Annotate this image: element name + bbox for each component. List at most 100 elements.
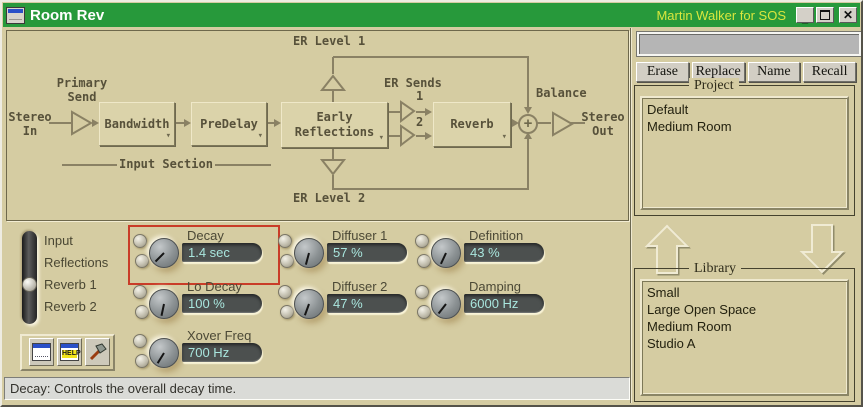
diffuser1-down-button[interactable]: [280, 254, 294, 268]
er2-wire: [332, 146, 334, 159]
diffuser-2-knob[interactable]: [294, 289, 324, 319]
decay-knob[interactable]: [149, 238, 179, 268]
arrowhead: [184, 119, 191, 127]
slider-option-input[interactable]: Input: [44, 233, 73, 248]
close-button[interactable]: ✕: [839, 7, 857, 23]
preset-name-input[interactable]: [637, 32, 861, 56]
arrow-up-icon[interactable]: [643, 222, 691, 276]
damping-up-button[interactable]: [415, 285, 429, 299]
er1-wire: [332, 57, 334, 74]
definition-control: Definition 43 %: [414, 228, 554, 280]
input-amp-icon: [71, 110, 93, 136]
window-title: Room Rev: [30, 6, 105, 24]
erase-button[interactable]: Erase: [636, 62, 689, 82]
xover-freq-knob[interactable]: [149, 338, 179, 368]
diffuser1-up-button[interactable]: [278, 234, 292, 248]
title-bar[interactable]: Room Rev Martin Walker for SOS _ ✕: [3, 3, 860, 27]
xover-up-button[interactable]: [133, 334, 147, 348]
lo-decay-label: Lo Decay: [187, 279, 242, 294]
arrowhead: [512, 119, 519, 127]
recall-button[interactable]: Recall: [803, 62, 856, 82]
arrow-down-icon[interactable]: [798, 222, 846, 276]
lo-decay-control: Lo Decay 100 %: [132, 279, 272, 331]
wire: [416, 111, 426, 113]
lo-decay-down-button[interactable]: [135, 305, 149, 319]
er-send-2-amp-icon: [400, 124, 416, 148]
selected-control-highlight: [128, 225, 280, 285]
damping-display[interactable]: 6000 Hz: [464, 294, 544, 313]
er1-wire: [332, 91, 334, 103]
slider-option-reverb2[interactable]: Reverb 2: [44, 299, 97, 314]
decay-control: Decay 1.4 sec: [132, 228, 272, 280]
status-bar: Decay: Controls the overall decay time.: [4, 377, 630, 400]
xover-down-button[interactable]: [135, 354, 149, 368]
definition-down-button[interactable]: [417, 254, 431, 268]
project-group-label: Project: [689, 78, 739, 94]
arrowhead: [92, 119, 99, 127]
library-list-item[interactable]: Medium Room: [647, 319, 732, 334]
tools-button[interactable]: [85, 338, 110, 366]
lo-decay-knob[interactable]: [149, 289, 179, 319]
library-list[interactable]: Small Large Open Space Medium Room Studi…: [640, 279, 849, 396]
name-button[interactable]: Name: [747, 62, 801, 82]
close-icon: ✕: [842, 8, 854, 22]
wire: [173, 122, 184, 124]
status-text: Decay: Controls the overall decay time.: [10, 381, 237, 396]
arrowhead: [524, 132, 532, 139]
xover-freq-display[interactable]: 700 Hz: [182, 343, 262, 362]
er-level-1-label: ER Level 1: [293, 34, 366, 48]
help-icon: HELP: [60, 343, 81, 361]
maximize-button[interactable]: [816, 7, 834, 23]
project-list[interactable]: Default Medium Room: [640, 96, 849, 210]
wire: [49, 122, 71, 124]
reverb-box[interactable]: Reverb: [433, 102, 511, 147]
definition-knob[interactable]: [431, 238, 461, 268]
library-list-item[interactable]: Large Open Space: [647, 302, 757, 317]
library-list-item[interactable]: Small: [647, 285, 680, 300]
arrowhead: [425, 108, 432, 116]
wire: [386, 111, 401, 113]
er1-wire: [333, 56, 529, 58]
decorative-line: [62, 164, 117, 166]
er-level-2-label: ER Level 2: [293, 191, 366, 205]
diffuser2-down-button[interactable]: [280, 305, 294, 319]
window-view-button[interactable]: [29, 338, 54, 366]
lo-decay-display[interactable]: 100 %: [182, 294, 262, 313]
decay-display[interactable]: 1.4 sec: [182, 243, 262, 262]
wire: [416, 135, 426, 137]
level-select-slider[interactable]: [22, 231, 37, 324]
diffuser-1-knob[interactable]: [294, 238, 324, 268]
decay-up-button[interactable]: [133, 234, 147, 248]
hammer-icon: [89, 342, 107, 360]
er-sends-label: ER Sends: [384, 76, 442, 90]
minimize-button[interactable]: _: [796, 7, 814, 24]
damping-down-button[interactable]: [417, 305, 431, 319]
help-button[interactable]: HELP: [57, 338, 82, 366]
diffuser-1-display[interactable]: 57 %: [327, 243, 407, 262]
replace-button[interactable]: Replace: [691, 62, 745, 82]
library-list-item[interactable]: Studio A: [647, 336, 696, 351]
damping-knob[interactable]: [431, 289, 461, 319]
slider-thumb[interactable]: [22, 277, 37, 292]
lo-decay-up-button[interactable]: [133, 285, 147, 299]
decay-down-button[interactable]: [135, 254, 149, 268]
definition-up-button[interactable]: [415, 234, 429, 248]
definition-display[interactable]: 43 %: [464, 243, 544, 262]
project-list-item[interactable]: Default: [647, 102, 689, 117]
app-window-icon[interactable]: [6, 6, 25, 24]
diffuser-2-display[interactable]: 47 %: [327, 294, 407, 313]
bandwidth-box[interactable]: Bandwidth: [99, 102, 175, 146]
panel-divider: [630, 28, 631, 403]
maximize-icon: [820, 10, 830, 20]
preset-panel: Erase Replace Name Recall Project Defaul…: [633, 28, 861, 403]
slider-option-reflections[interactable]: Reflections: [44, 255, 109, 270]
predelay-box[interactable]: PreDelay: [191, 102, 267, 146]
diffuser2-up-button[interactable]: [278, 285, 292, 299]
er2-wire: [333, 188, 529, 190]
send-2-label: 2: [416, 115, 424, 129]
project-list-item[interactable]: Medium Room: [647, 119, 732, 134]
slider-option-reverb1[interactable]: Reverb 1: [44, 277, 97, 292]
